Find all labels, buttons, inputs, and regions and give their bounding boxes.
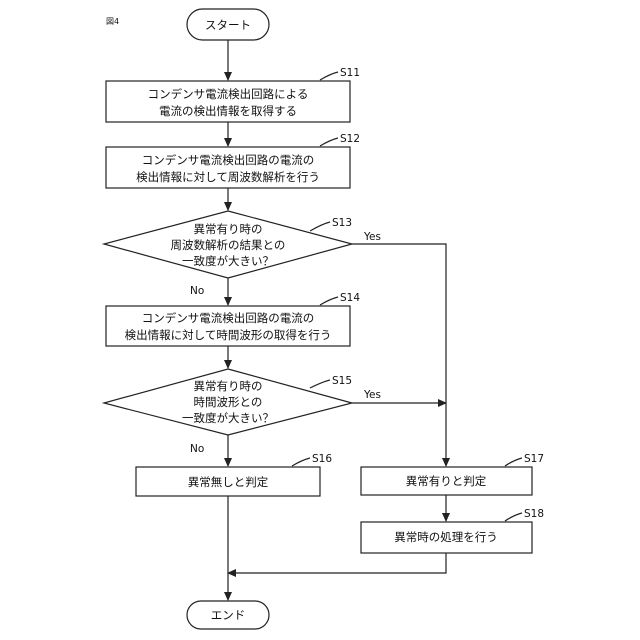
s13-line-1: 異常有り時の [194,222,263,236]
s11-line-1: コンデンサ電流検出回路による [148,87,309,101]
s15-yes-label: Yes [363,389,381,401]
s13-label-leader [310,222,330,231]
s13-yes-label: Yes [363,231,381,243]
s12-line-2: 検出情報に対して周波数解析を行う [136,170,320,184]
s14-line-1: コンデンサ電流検出回路の電流の [142,311,315,325]
decision-s15: 異常有り時の 時間波形との 一致度が大きい？ [104,369,352,435]
process-s18: 異常時の処理を行う [361,522,532,553]
s12-step-label: S12 [340,133,360,145]
s16-label: 異常無しと判定 [188,475,269,489]
s13-no-label: No [190,285,204,297]
start-node: スタート [187,9,269,40]
process-s14: コンデンサ電流検出回路の電流の 検出情報に対して時間波形の取得を行う [106,306,350,346]
s13-line-3: 一致度が大きい？ [182,254,274,268]
s14-step-label: S14 [340,292,360,304]
s15-line-1: 異常有り時の [194,379,263,393]
figure-label: 図4 [106,17,119,26]
s15-label-leader [310,380,330,388]
decision-s13: 異常有り時の 周波数解析の結果との 一致度が大きい？ [104,211,352,278]
s18-label: 異常時の処理を行う [394,530,498,544]
s11-step-label: S11 [340,67,360,79]
end-node: エンド [187,601,269,629]
process-s17: 異常有りと判定 [361,467,532,495]
s14-line-2: 検出情報に対して時間波形の取得を行う [125,328,332,342]
s15-step-label: S15 [332,375,352,387]
s14-label-leader [320,297,338,305]
start-label: スタート [205,18,251,32]
s15-line-2: 時間波形との [194,395,263,409]
s17-step-label: S17 [524,453,544,465]
s12-label-leader [320,138,338,146]
s15-no-label: No [190,443,204,455]
end-label: エンド [211,608,246,622]
edge-s18-merge [228,553,446,573]
s16-step-label: S16 [312,453,332,465]
s16-label-leader [292,458,310,466]
s13-step-label: S13 [332,217,352,229]
process-s12: コンデンサ電流検出回路の電流の 検出情報に対して周波数解析を行う [106,147,350,188]
s13-line-2: 周波数解析の結果との [171,238,286,252]
s15-line-3: 一致度が大きい？ [182,411,274,425]
s11-label-leader [320,72,338,80]
process-s16: 異常無しと判定 [136,467,320,496]
s17-label-leader [505,458,522,466]
s17-label: 異常有りと判定 [406,474,487,488]
process-s11: コンデンサ電流検出回路による 電流の検出情報を取得する [106,81,350,122]
s11-line-2: 電流の検出情報を取得する [159,104,297,118]
s12-line-1: コンデンサ電流検出回路の電流の [142,153,315,167]
edge-s13-yes-s17 [352,244,446,466]
s18-step-label: S18 [524,508,544,520]
s18-label-leader [505,513,522,521]
